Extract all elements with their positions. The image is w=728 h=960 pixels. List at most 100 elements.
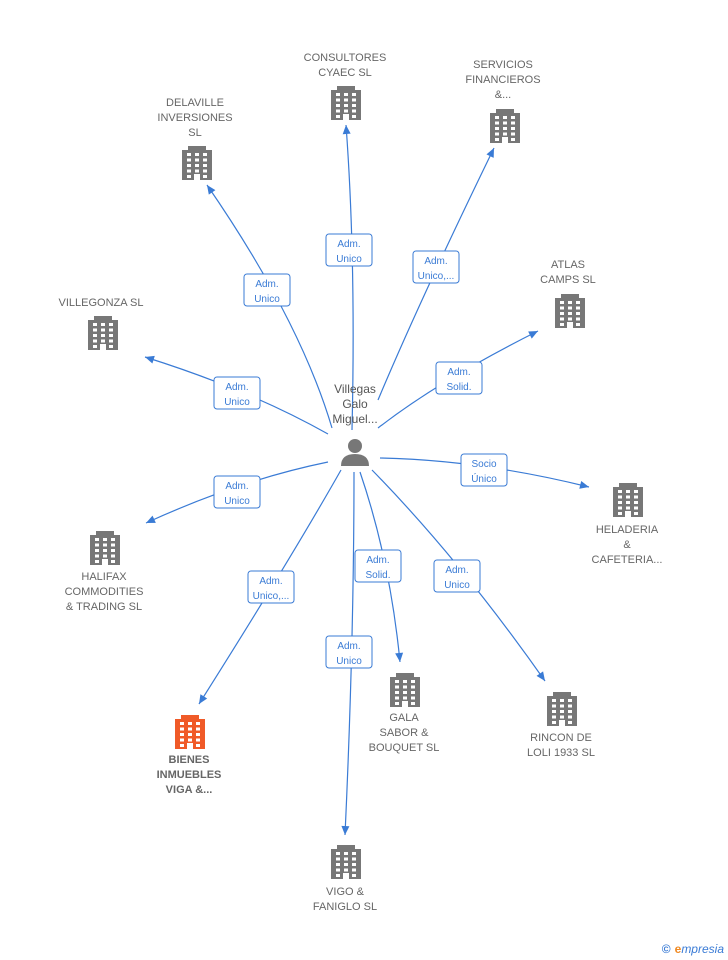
- edge-label-line: Unico,...: [418, 271, 455, 282]
- company-name-line: HALIFAX: [81, 571, 127, 583]
- edge-label-line: Unico: [444, 580, 470, 591]
- person-name-line: Galo: [342, 397, 368, 411]
- arrowhead: [536, 671, 545, 681]
- edge-servicios: Adm. Unico,...: [377, 147, 495, 401]
- building-icon: [331, 86, 361, 120]
- edge-label-halifax: Adm.Unico: [213, 475, 261, 509]
- company-node-servicios[interactable]: SERVICIOS FINANCIEROS &...: [465, 59, 541, 143]
- building-icon: [547, 692, 577, 726]
- company-name-line: CYAEC SL: [318, 67, 372, 79]
- edge-label-line: Socio: [471, 459, 496, 470]
- edge-label-line: Unico: [336, 656, 362, 667]
- company-name-line: HELADERIA: [596, 524, 659, 536]
- company-node-consultores[interactable]: CONSULTORES CYAEC SL: [304, 52, 387, 120]
- company-node-rincon[interactable]: RINCON DE LOLI 1933 SL: [527, 692, 595, 759]
- edge-line: [345, 124, 354, 431]
- company-name-line: VILLEGONZA SL: [59, 297, 144, 309]
- company-name-line: VIGA &...: [166, 784, 213, 796]
- arrowhead: [341, 825, 350, 835]
- company-name-line: SERVICIOS: [473, 59, 533, 71]
- company-name-line: RINCON DE: [530, 732, 592, 744]
- edge-label-servicios: Adm. Unico,...: [412, 250, 460, 284]
- company-name-line: FINANCIEROS: [465, 74, 540, 86]
- edge-label-line: Adm.: [337, 239, 360, 250]
- company-name-line: SL: [188, 127, 201, 139]
- edge-label-line: Único: [471, 472, 497, 485]
- edge-label-line: Unico: [224, 397, 250, 408]
- edge-label-vigo: Adm. Unico: [325, 635, 373, 669]
- edge-label-atlas: Adm.Solid.: [435, 361, 483, 395]
- company-name-line: INVERSIONES: [157, 112, 232, 124]
- brand-initial: e: [674, 942, 682, 956]
- building-icon: [390, 673, 420, 707]
- company-name-line: VIGO &: [326, 886, 365, 898]
- building-icon: [331, 845, 361, 879]
- edge-label-line: Adm.: [259, 576, 282, 587]
- edge-label-delaville: Adm. Unico: [243, 273, 291, 307]
- company-name-line: FANIGLO SL: [313, 901, 377, 913]
- company-node-villegonza[interactable]: VILLEGONZA SL: [59, 297, 144, 350]
- edge-label-line: Unico: [336, 254, 362, 265]
- edge-label-line: Adm.: [447, 367, 470, 378]
- company-node-heladeria[interactable]: HELADERIA&CAFETERIA...: [592, 483, 663, 566]
- edge-line: [206, 184, 333, 429]
- company-name-line: &: [623, 539, 631, 551]
- building-icon: [175, 715, 205, 749]
- building-icon: [90, 531, 120, 565]
- arrowhead: [145, 355, 155, 364]
- arrowhead: [342, 125, 351, 135]
- company-node-delaville[interactable]: DELAVILLE INVERSIONES SL: [157, 97, 233, 180]
- edge-consultores: Adm. Unico: [325, 124, 373, 431]
- person-icon: [341, 439, 369, 466]
- edge-halifax: Adm.Unico: [145, 461, 329, 524]
- company-name-line: & TRADING SL: [66, 601, 142, 613]
- building-icon: [613, 483, 643, 517]
- edge-label-villegonza: Adm. Unico: [213, 376, 261, 410]
- edge-label-line: Solid.: [365, 570, 390, 581]
- edge-label-line: Adm.: [424, 256, 447, 267]
- edge-label-line: Adm.: [225, 382, 248, 393]
- company-name-line: LOLI 1933 SL: [527, 747, 595, 759]
- edge-gala: Adm. Solid.: [354, 471, 404, 663]
- brand-name: mpresia: [681, 942, 724, 956]
- company-node-halifax[interactable]: HALIFAX COMMODITIES & TRADING SL: [65, 531, 144, 613]
- edge-label-line: Adm.: [255, 279, 278, 290]
- edge-delaville: Adm. Unico: [206, 184, 333, 429]
- arrowhead: [579, 480, 589, 489]
- edge-bienes: Adm. Unico,...: [198, 469, 342, 705]
- company-name-line: ATLAS: [551, 259, 585, 271]
- arrowhead: [146, 515, 156, 523]
- company-name-line: BIENES: [169, 754, 210, 766]
- edge-label-line: Adm.: [366, 555, 389, 566]
- edge-rincon: Adm.Unico: [371, 469, 546, 682]
- arrowhead: [207, 185, 216, 195]
- company-name-line: BOUQUET SL: [369, 742, 440, 754]
- building-icon: [88, 316, 118, 350]
- edge-label-consultores: Adm. Unico: [325, 233, 373, 267]
- company-name-line: GALA: [389, 712, 419, 724]
- person-name-line: Villegas: [334, 382, 376, 396]
- edge-label-line: Adm.: [225, 481, 248, 492]
- edge-label-line: Unico,...: [253, 591, 290, 602]
- edge-label-line: Adm.: [337, 641, 360, 652]
- arrowhead: [528, 331, 538, 339]
- edge-label-bienes: Adm. Unico,...: [247, 570, 295, 604]
- company-name-line: &...: [495, 89, 512, 101]
- company-node-vigo[interactable]: VIGO & FANIGLO SL: [313, 845, 377, 913]
- company-name-line: COMMODITIES: [65, 586, 144, 598]
- person-node[interactable]: VillegasGaloMiguel...: [332, 382, 378, 466]
- company-name-line: DELAVILLE: [166, 97, 224, 109]
- arrowhead: [395, 652, 404, 662]
- building-icon: [490, 109, 520, 143]
- arrowhead: [199, 694, 208, 704]
- company-name-line: CONSULTORES: [304, 52, 387, 64]
- building-icon: [555, 294, 585, 328]
- edge-label-line: Unico: [254, 294, 280, 305]
- arrowhead: [486, 148, 494, 158]
